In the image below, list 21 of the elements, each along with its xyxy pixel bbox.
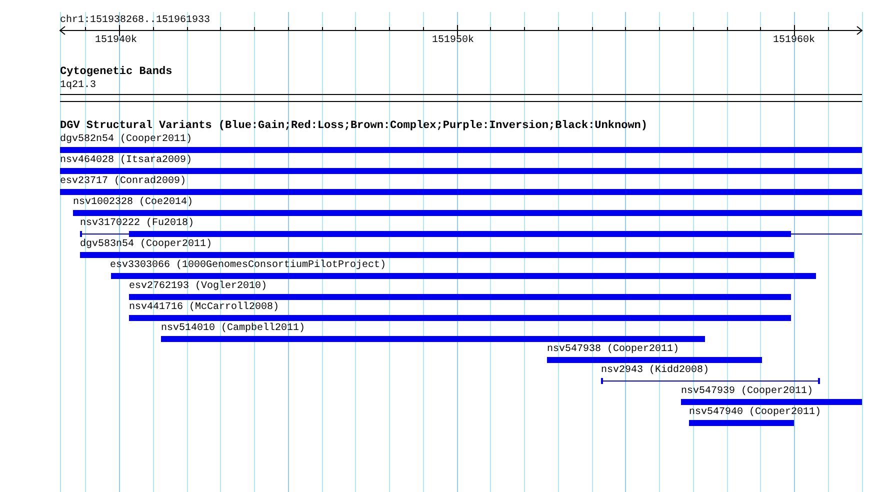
band-name: 1q21.3 xyxy=(60,80,96,91)
variant-label: nsv3170222 (Fu2018) xyxy=(80,218,194,229)
axis-tick-label: 151940k xyxy=(95,35,138,46)
variant-label: nsv547938 (Cooper2011) xyxy=(547,344,680,355)
variant-label: dgv582n54 (Cooper2011) xyxy=(60,134,192,145)
variant-label: nsv547940 (Cooper2011) xyxy=(689,407,822,418)
variant-label: dgv583n54 (Cooper2011) xyxy=(80,239,212,250)
variant-label: nsv514010 (Campbell2011) xyxy=(161,323,306,334)
axis-tick-label: 151960k xyxy=(773,35,816,46)
track-title: Cytogenetic Bands xyxy=(60,67,172,78)
variant-label: esv23717 (Conrad2009) xyxy=(60,176,186,187)
variant-label: nsv441716 (McCarroll2008) xyxy=(129,302,280,313)
variant-label: nsv464028 (Itsara2009) xyxy=(60,155,192,166)
track-title: DGV Structural Variants (Blue:Gain;Red:Loss;Brown:Complex;Purple:Inversion;Black:Unknown) xyxy=(60,121,648,132)
variant-label: esv2762193 (Vogler2010) xyxy=(129,281,268,292)
chromosome-position: chr1:151938268..151961933 xyxy=(60,15,210,26)
variant-label: nsv2943 (Kidd2008) xyxy=(601,365,710,376)
variant-label: nsv1002328 (Coe2014) xyxy=(73,197,194,208)
axis-tick-label: 151950k xyxy=(432,35,474,46)
variant-label: esv3303066 (1000GenomesConsortiumPilotProject) xyxy=(110,260,386,271)
variant-label: nsv547939 (Cooper2011) xyxy=(681,386,814,397)
